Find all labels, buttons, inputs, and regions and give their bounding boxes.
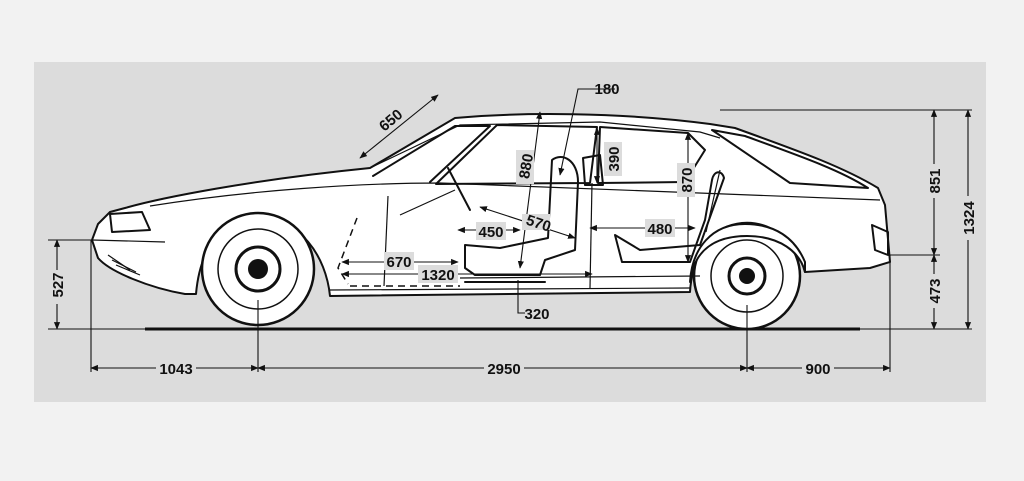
label-upper-body-height: 851 <box>927 168 944 193</box>
label-overall-height: 1324 <box>961 201 978 235</box>
label-rear-seat-height: 870 <box>679 167 696 192</box>
label-seatback-length: 570 <box>524 212 553 236</box>
dimension-lines <box>48 88 972 372</box>
label-cabin-length: 1320 <box>421 267 454 284</box>
label-front-headroom: 880 <box>516 152 537 180</box>
label-wheelbase: 2950 <box>487 361 520 378</box>
label-pedal-distance: 670 <box>386 254 411 271</box>
label-rear-legroom: 480 <box>647 221 672 238</box>
label-front-overhang: 1043 <box>159 361 192 378</box>
label-rear-headroom: 390 <box>606 146 623 171</box>
label-seat-depth: 450 <box>478 224 503 241</box>
label-floor-step: 320 <box>524 306 549 323</box>
rear-wheel <box>692 221 802 331</box>
label-rear-overhang: 900 <box>805 361 830 378</box>
front-wheel <box>200 211 316 327</box>
label-front-bumper-height: 527 <box>50 272 67 297</box>
label-headroom-top: 180 <box>594 81 619 98</box>
label-rear-bumper-height: 473 <box>927 278 944 303</box>
